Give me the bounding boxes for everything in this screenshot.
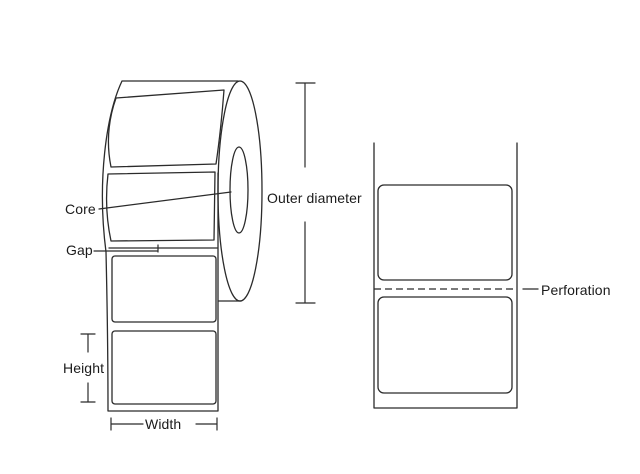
dimension-annotations (80, 82, 316, 431)
width-label: Width (145, 416, 182, 432)
roll-label-1 (107, 89, 225, 168)
height-label: Height (63, 360, 105, 376)
roll-core-ellipse (229, 146, 249, 234)
strip-label-a (377, 184, 513, 281)
core-leader-line (98, 191, 232, 210)
core-label: Core (65, 201, 96, 217)
roll-label-2 (105, 171, 216, 242)
flat-strip-figure (373, 142, 539, 409)
strip-label-b (377, 296, 513, 394)
outer-diameter-label: Outer diameter (267, 190, 362, 206)
width-measure-line (110, 417, 218, 431)
label-roll-figure (101, 80, 263, 412)
gap-label: Gap (66, 242, 93, 258)
strip-label-4 (111, 330, 217, 405)
roll-outer-ellipse (217, 80, 263, 302)
height-measure-line (80, 333, 96, 403)
strip-label-3 (111, 255, 217, 323)
gap-leader-line (93, 244, 159, 253)
strip-outline (373, 142, 518, 409)
outer-diameter-measure-line (295, 82, 316, 304)
perforation-label: Perforation (541, 282, 611, 298)
